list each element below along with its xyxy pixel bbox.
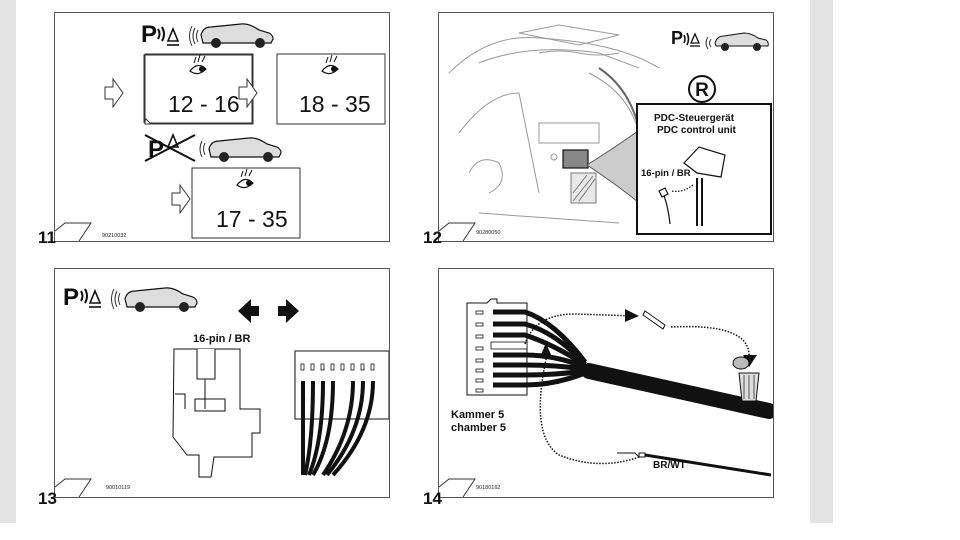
- figure-number: 14: [423, 489, 442, 508]
- figure-number: 12: [423, 228, 442, 247]
- car-icon: [200, 23, 274, 48]
- eye-icon: [321, 54, 339, 75]
- figure-number: 13: [38, 489, 57, 508]
- trash-bin-icon: [732, 356, 760, 402]
- control-unit-small-icon: [562, 149, 589, 169]
- connector-plug-icon: [658, 187, 671, 225]
- connector-label: 16-pin / BR: [641, 168, 691, 179]
- wire-harness: [493, 309, 773, 419]
- hollow-arrow-icon: [238, 77, 258, 109]
- wire-color-label: BR/WT: [653, 460, 686, 471]
- connector-label: 16-pin / BR: [193, 333, 251, 345]
- connector-housing: [172, 348, 261, 478]
- figure-12: R P PDC-Steuergerät PDC control unit 16-…: [438, 12, 774, 242]
- hatched-vent: [570, 172, 597, 204]
- figure-11: P: [54, 12, 390, 242]
- figure-code: 90210032: [102, 233, 127, 239]
- eye-icon: [236, 168, 254, 189]
- manual-page: P: [16, 0, 810, 523]
- dotted-arrow: [524, 313, 636, 345]
- range-text: 17 - 35: [216, 206, 288, 232]
- connector-socket: [294, 350, 389, 477]
- figure-code: 90180162: [476, 485, 501, 491]
- car-icon: [124, 287, 198, 312]
- figure-code: 90280050: [476, 230, 501, 236]
- pdc-disabled-icon: P: [144, 132, 196, 163]
- sound-waves-icon: [189, 25, 199, 47]
- terminal-pin-icon: [617, 452, 646, 458]
- car-icon: [705, 32, 769, 51]
- svg-text:P: P: [141, 21, 157, 48]
- br-wt-wire: [644, 453, 772, 477]
- pdc-parking-sensor-icon: P: [671, 28, 701, 48]
- figure-number: 11: [38, 228, 56, 247]
- arrowhead: [743, 355, 757, 367]
- hollow-arrow-icon: [171, 183, 191, 215]
- figure-14-drawing: [439, 298, 773, 497]
- figure-code: 90010119: [106, 485, 131, 491]
- pdc-parking-sensor-icon: P: [141, 21, 180, 48]
- range-text: 18 - 35: [299, 91, 371, 117]
- figure-14: Kammer 5 chamber 5 BR/WT 90180162: [438, 268, 774, 498]
- hollow-arrow-icon: [104, 77, 124, 109]
- svg-text:R: R: [695, 80, 709, 101]
- dotted-arrow: [670, 184, 694, 192]
- right-gutter: [810, 0, 833, 523]
- sound-waves-icon: [199, 140, 206, 158]
- arrowhead: [625, 309, 639, 322]
- figure-11-drawing: P: [55, 21, 386, 241]
- pdc-parking-sensor-icon: P: [63, 284, 102, 311]
- registered-r-symbol: R: [688, 75, 716, 103]
- eye-icon: [189, 54, 207, 75]
- figure-13: P: [54, 268, 390, 498]
- chamber-label-en: chamber 5: [451, 422, 507, 434]
- figure-12-drawing: R P: [439, 24, 772, 241]
- terminal-pin-icon: [642, 310, 666, 330]
- chamber-label-de: Kammer 5: [451, 409, 505, 421]
- car-icon: [208, 137, 282, 162]
- range-text: 12 - 16: [168, 91, 240, 117]
- control-unit-icon: [683, 146, 726, 226]
- arrowhead: [540, 343, 552, 357]
- svg-text:P: P: [671, 28, 683, 48]
- svg-text:P: P: [63, 284, 79, 311]
- dotted-arrow: [539, 354, 640, 465]
- double-arrow-icon: [238, 299, 299, 323]
- figure-13-drawing: P: [55, 284, 389, 497]
- left-gutter: [0, 0, 16, 523]
- sound-waves-icon: [111, 288, 121, 310]
- control-unit-label-en: PDC control unit: [657, 125, 736, 136]
- dotted-arrow: [670, 325, 750, 358]
- control-unit-label-de: PDC-Steuergerät: [654, 113, 735, 124]
